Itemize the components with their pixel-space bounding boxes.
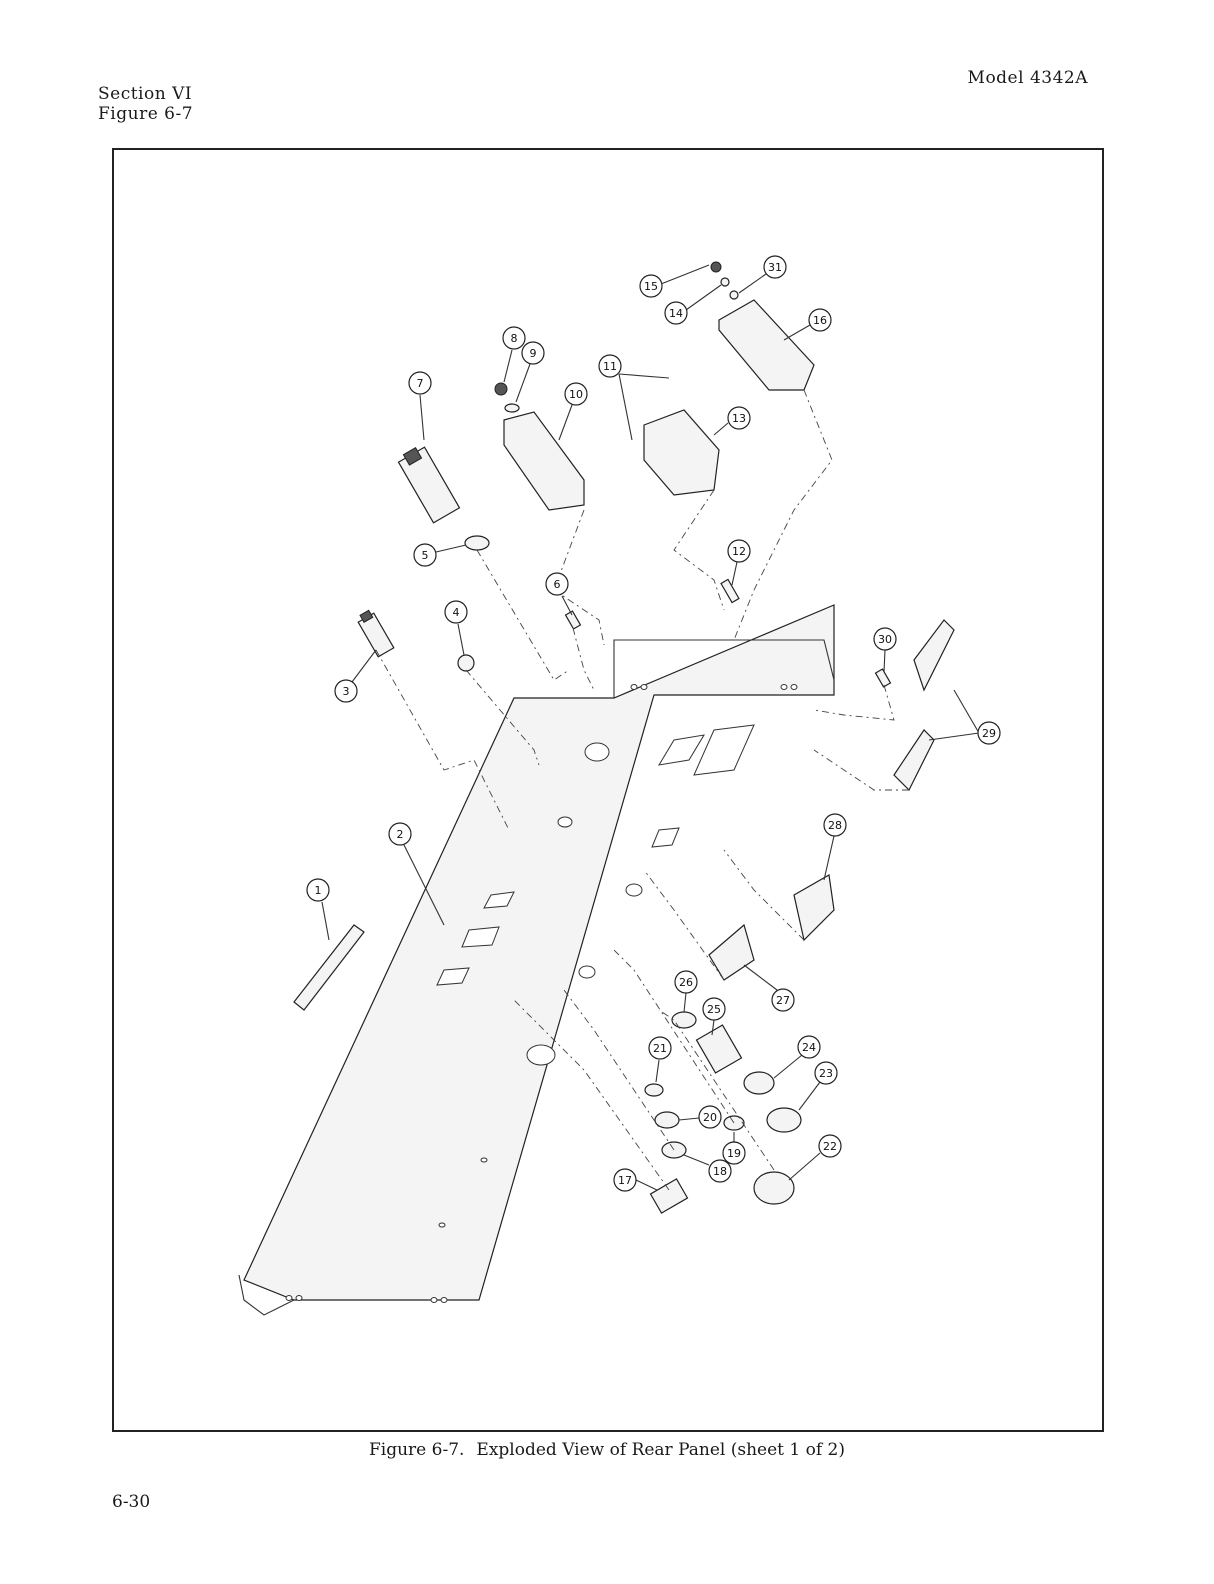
svg-text:26: 26	[679, 976, 693, 989]
svg-text:13: 13	[732, 412, 746, 425]
svg-text:11: 11	[603, 360, 617, 373]
slide-switch	[504, 412, 584, 510]
switch-28	[794, 875, 834, 940]
svg-text:22: 22	[823, 1140, 837, 1153]
potentiometer-22	[754, 1172, 794, 1204]
terminal-strip-lower	[894, 730, 934, 790]
callout-14: 14	[665, 285, 721, 324]
callout-5: 5	[414, 544, 466, 566]
figure-reference: Figure 6-7	[98, 104, 193, 124]
fuse-holder	[399, 447, 460, 523]
svg-text:24: 24	[802, 1041, 816, 1054]
nut-23	[767, 1108, 801, 1132]
callout-9: 9	[516, 342, 544, 402]
svg-text:10: 10	[569, 388, 583, 401]
callout-18: 18	[684, 1155, 731, 1182]
callout-10: 10	[559, 383, 587, 440]
section-label: Section VI	[98, 84, 192, 104]
model-number: Model 4342A	[968, 68, 1088, 88]
svg-text:7: 7	[417, 377, 424, 390]
callout-24: 24	[774, 1036, 820, 1078]
callout-21: 21	[649, 1037, 671, 1082]
svg-text:3: 3	[343, 685, 350, 698]
callout-23: 23	[799, 1062, 837, 1110]
o-ring	[465, 536, 489, 550]
callout-29: 29	[929, 690, 1000, 744]
callout-27: 27	[744, 965, 794, 1011]
svg-text:21: 21	[653, 1042, 667, 1055]
svg-text:12: 12	[732, 545, 746, 558]
svg-text:19: 19	[727, 1147, 741, 1160]
svg-text:2: 2	[397, 828, 404, 841]
svg-text:6: 6	[554, 578, 561, 591]
power-connector	[644, 410, 719, 495]
svg-text:28: 28	[828, 819, 842, 832]
washer-31	[730, 291, 738, 299]
callout-4: 4	[445, 601, 467, 655]
screw-30	[876, 669, 891, 687]
svg-text:1: 1	[315, 884, 322, 897]
svg-text:20: 20	[703, 1111, 717, 1124]
svg-text:27: 27	[776, 994, 790, 1007]
svg-text:15: 15	[644, 280, 658, 293]
callout-13: 13	[714, 407, 750, 435]
washer-14	[721, 278, 729, 286]
svg-text:14: 14	[669, 307, 683, 320]
screw-12	[721, 579, 739, 602]
figure-frame: 1 2 3 4 5 6 7 8 9 10 11 12 13 14 15 16 1…	[112, 148, 1104, 1432]
callout-17: 17	[614, 1169, 657, 1191]
svg-text:17: 17	[618, 1174, 632, 1187]
caption-label: Figure 6-7.	[369, 1440, 464, 1460]
callout-6: 6	[546, 573, 572, 615]
callout-30: 30	[874, 628, 896, 672]
callout-31: 31	[739, 256, 786, 293]
washer-20	[655, 1112, 679, 1128]
callout-16: 16	[784, 309, 831, 340]
svg-text:30: 30	[878, 633, 892, 646]
bnc-connector	[358, 610, 394, 656]
callout-28: 28	[824, 814, 846, 880]
knob-17	[651, 1179, 688, 1213]
washer-21	[645, 1084, 663, 1096]
svg-text:9: 9	[530, 347, 537, 360]
callout-1: 1	[307, 879, 329, 940]
callout-19: 19	[723, 1132, 745, 1164]
callout-22: 22	[789, 1135, 841, 1180]
callout-12: 12	[728, 540, 750, 585]
svg-text:31: 31	[768, 261, 782, 274]
grommet	[458, 655, 474, 671]
callout-20: 20	[679, 1106, 721, 1128]
svg-text:25: 25	[707, 1003, 721, 1016]
svg-text:4: 4	[453, 606, 460, 619]
washer-24	[744, 1072, 774, 1094]
svg-text:5: 5	[422, 549, 429, 562]
caption-text: Exploded View of Rear Panel (sheet 1 of …	[476, 1440, 845, 1460]
svg-text:29: 29	[982, 727, 996, 740]
nut-15	[711, 262, 721, 272]
callout-26: 26	[675, 971, 697, 1012]
switch-27	[709, 925, 754, 980]
terminal-strip-upper	[914, 620, 954, 690]
callout-3: 3	[335, 650, 376, 702]
washer-26	[672, 1012, 696, 1028]
svg-text:8: 8	[511, 332, 518, 345]
svg-text:16: 16	[813, 314, 827, 327]
spacer-25	[697, 1025, 742, 1073]
washer	[505, 404, 519, 412]
exploded-view-drawing: 1 2 3 4 5 6 7 8 9 10 11 12 13 14 15 16 1…	[114, 150, 1102, 1430]
svg-text:18: 18	[713, 1165, 727, 1178]
svg-text:23: 23	[819, 1067, 833, 1080]
bracket	[719, 300, 814, 390]
callout-15: 15	[640, 265, 709, 297]
page-number: 6-30	[112, 1492, 150, 1512]
figure-caption: Figure 6-7. Exploded View of Rear Panel (…	[0, 1440, 1214, 1460]
screw-6	[566, 611, 581, 629]
callout-7: 7	[409, 372, 431, 440]
nut	[495, 383, 507, 395]
